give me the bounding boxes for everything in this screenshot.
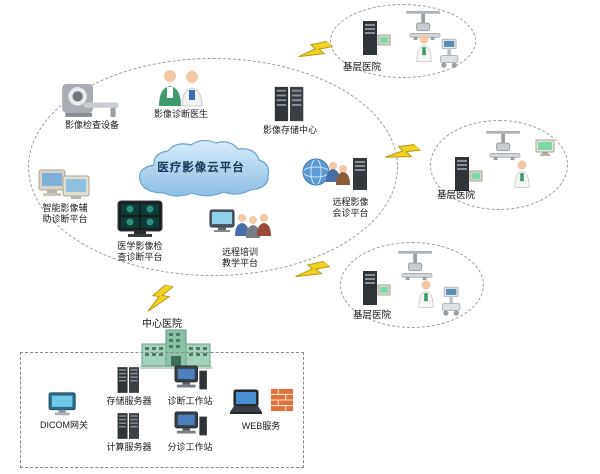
node-storage-server: 存储服务器 (101, 365, 157, 407)
ct-scanner-icon (61, 82, 123, 119)
ai-assist-label: 智能影像辅助诊断平台 (42, 203, 88, 225)
storage-center-label: 影像存储中心 (262, 125, 317, 135)
globe-people-icon (300, 152, 370, 196)
branch-hospital-label: 基层医院 (343, 62, 382, 73)
branch-hospital-label: 基层医院 (437, 190, 476, 201)
compute-server-label: 计算服务器 (106, 442, 152, 452)
cloud-platform-label: 医疗影像云平台 (157, 162, 245, 174)
doctor-icon (415, 33, 433, 68)
branch-hospital-group-top: 基层医院 (330, 4, 476, 78)
cloud-platform: 医疗影像云平台 (128, 138, 274, 202)
server-monitor-icon (361, 19, 391, 64)
node-compute-server: 计算服务器 (101, 411, 157, 453)
node-diagnosis-doctors: 影像诊断医生 (150, 68, 212, 120)
imaging-equipment-label: 影像检查设备 (64, 120, 119, 130)
branch-hospital-group-middle: 基层医院 (430, 120, 568, 210)
node-diagnosis-workstation: 诊断工作站 (161, 365, 219, 407)
central-hospital-label: 中心医院 (142, 319, 182, 330)
dicom-gateway-label: DICOM网关 (40, 420, 88, 430)
doctor-icon (417, 279, 435, 314)
doctors-icon (156, 68, 206, 108)
node-remote-training-platform: 远程培训教学平台 (205, 206, 275, 270)
branch-hospital-group-bottom: 基层医院 (340, 242, 484, 328)
server-rack-icon (271, 84, 309, 124)
node-ai-assist-platform: 智能影像辅助诊断平台 (34, 168, 96, 226)
diagnosis-workstation-label: 诊断工作站 (167, 396, 213, 406)
diagnosis-doctors-label: 影像诊断医生 (153, 109, 208, 119)
monitor-icon (535, 139, 555, 162)
laptop-icon (228, 389, 264, 420)
dual-monitors-icon (37, 168, 93, 202)
workstation-icon (170, 365, 210, 395)
lightning-bolt-icon (294, 33, 333, 74)
branch-hospital-label: 基层医院 (353, 310, 392, 321)
cloud-platform-boundary (28, 58, 398, 276)
node-web-service: WEB服务 (225, 385, 297, 432)
triage-workstation-label: 分诊工作站 (167, 442, 213, 452)
ultrasound-cart-icon (437, 37, 463, 74)
training-group-icon (208, 206, 272, 246)
doctor-icon (513, 159, 531, 194)
firewall-icon (270, 385, 294, 420)
server-rack-icon (113, 365, 145, 395)
node-dicom-gateway: DICOM网关 (33, 391, 95, 431)
medical-monitor-icon (116, 200, 164, 240)
remote-training-label: 远程培训教学平台 (221, 247, 258, 269)
node-triage-workstation: 分诊工作站 (161, 411, 219, 453)
node-exam-diagnosis-platform: 医学影像检查诊断平台 (112, 200, 168, 264)
node-remote-consultation-platform: 远程影像会诊平台 (296, 152, 374, 220)
ultrasound-cart-icon (439, 285, 465, 322)
dicom-monitor-icon (46, 391, 82, 419)
remote-consultation-label: 远程影像会诊平台 (332, 197, 369, 219)
node-storage-center: 影像存储中心 (258, 84, 322, 136)
node-imaging-equipment: 影像检查设备 (56, 82, 128, 131)
web-service-label: WEB服务 (241, 421, 281, 431)
storage-server-label: 存储服务器 (106, 396, 152, 406)
exam-diagnosis-label: 医学影像检查诊断平台 (117, 241, 163, 263)
central-hospital-box: DICOM网关 存储服务器 计算服务器 诊断工作站 分诊工作站 WEB服务 (20, 352, 304, 468)
server-rack-icon (113, 411, 145, 441)
workstation-icon (170, 411, 210, 441)
